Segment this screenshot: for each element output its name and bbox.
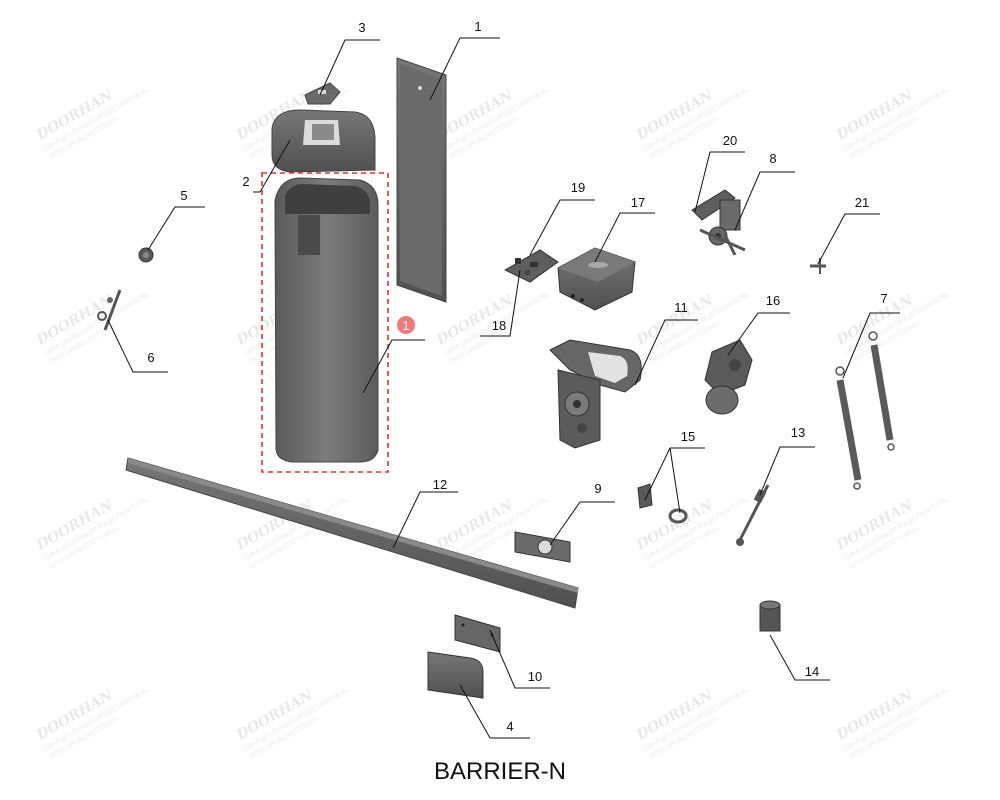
housing-body[interactable] <box>274 177 379 463</box>
part-17-control-box[interactable] <box>557 247 636 311</box>
part-5-lock-cylinder[interactable] <box>138 247 154 263</box>
label-part-17: 17 <box>631 195 645 210</box>
part-7-springs[interactable] <box>835 331 895 490</box>
part-9-mounting-plate[interactable] <box>514 531 571 563</box>
part-10-plate[interactable] <box>454 614 501 653</box>
housing-highlight-box <box>261 172 389 473</box>
label-part-20: 20 <box>723 133 737 148</box>
label-part-2: 2 <box>242 174 249 189</box>
selected-part-badge[interactable]: 1 <box>397 316 415 334</box>
part-4-end-cap[interactable] <box>427 651 484 699</box>
diagram-title: BARRIER-N <box>433 758 566 785</box>
label-part-19: 19 <box>571 180 585 195</box>
callout-labels: 1 2 3 4 5 6 7 8 9 10 11 12 13 14 15 16 1… <box>147 19 887 734</box>
label-part-18: 18 <box>492 318 506 333</box>
label-part-15: 15 <box>681 429 695 444</box>
part-21-pin[interactable] <box>810 258 826 274</box>
label-part-8: 8 <box>769 151 776 166</box>
label-part-10: 10 <box>528 669 542 684</box>
part-8-20-lever-assembly[interactable] <box>691 189 746 256</box>
label-part-9: 9 <box>594 481 601 496</box>
leader-lines <box>107 37 900 739</box>
part-6-keys[interactable] <box>97 289 122 331</box>
part-14-bumper[interactable] <box>759 600 781 632</box>
label-part-14: 14 <box>805 664 819 679</box>
part-15-bracket-ring[interactable] <box>637 483 688 524</box>
part-1-door-panel[interactable] <box>396 57 447 303</box>
part-12-boom[interactable] <box>125 457 579 609</box>
part-18-19-control-board[interactable] <box>503 249 559 283</box>
label-part-4: 4 <box>506 719 513 734</box>
part-11-frame[interactable] <box>549 339 642 449</box>
part-2-top-cover[interactable] <box>271 109 376 173</box>
part-3-cap[interactable] <box>304 82 341 105</box>
label-part-16: 16 <box>766 293 780 308</box>
svg-text:1: 1 <box>402 318 409 333</box>
label-part-11: 11 <box>674 300 688 315</box>
label-part-21: 21 <box>855 195 869 210</box>
part-13-damper[interactable] <box>736 484 770 546</box>
label-part-7: 7 <box>880 291 887 306</box>
label-part-12: 12 <box>433 477 447 492</box>
label-part-13: 13 <box>791 425 805 440</box>
label-part-6: 6 <box>147 350 154 365</box>
label-part-1: 1 <box>474 19 481 34</box>
part-16-gear-motor[interactable] <box>704 339 753 415</box>
label-part-5: 5 <box>180 188 187 203</box>
label-part-3: 3 <box>358 20 365 35</box>
